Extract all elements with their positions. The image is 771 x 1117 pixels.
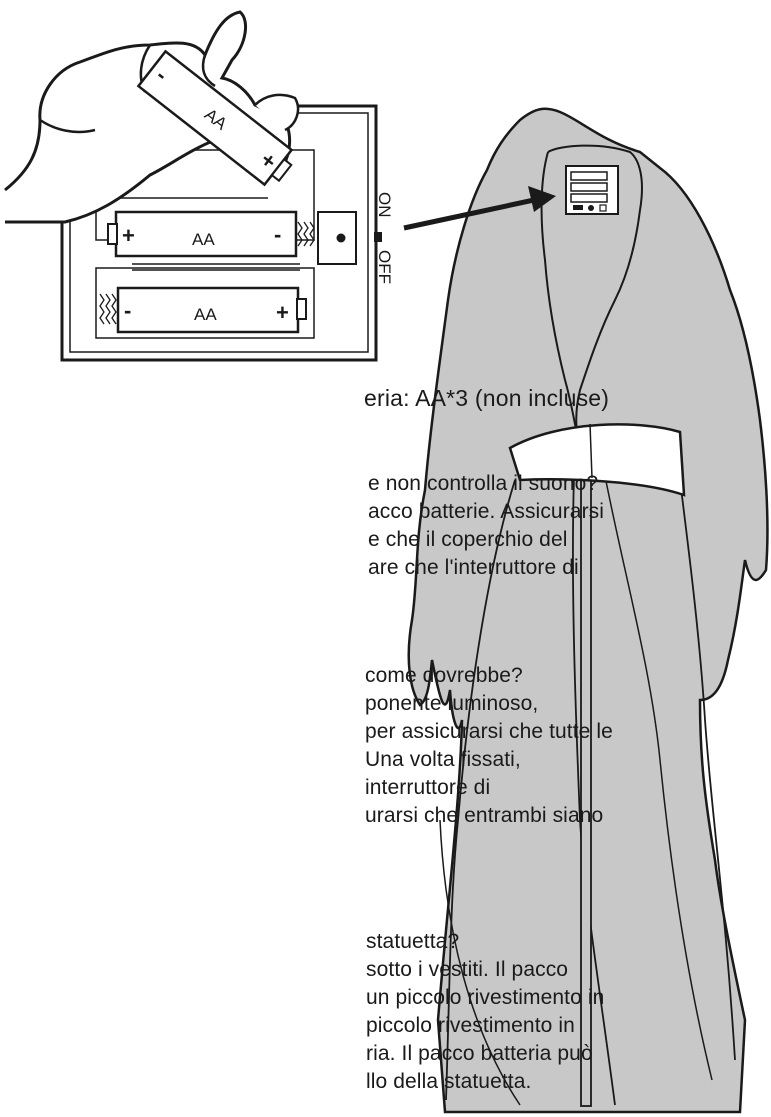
- switch-on-label: ON: [375, 192, 394, 218]
- faq-line: acco batterie. Assicurarsi: [368, 500, 605, 523]
- belt: [508, 423, 686, 497]
- faq-answer-sound: e non controlla il suono? acco batterie.…: [368, 470, 604, 582]
- cell-1-minus: -: [274, 222, 281, 247]
- switch-dot: [336, 233, 346, 243]
- faq-answer-light: come dovrebbe? ponente luminoso, per ass…: [365, 662, 613, 830]
- faq-line: urarsi che entrambi siano: [365, 804, 604, 827]
- cell-1-plus: +: [122, 223, 135, 248]
- faq-line: un piccolo rivestimento in: [366, 986, 605, 1009]
- faq-line: statuetta?: [366, 930, 460, 953]
- faq-line: sotto i vestiti. Il pacco: [366, 958, 569, 981]
- arrow-head-icon: [528, 186, 556, 212]
- faq-line: e che il coperchio del: [368, 528, 568, 551]
- faq-line: ria. Il pacco batteria può: [366, 1042, 593, 1065]
- faq-line: llo della statuetta.: [366, 1070, 532, 1093]
- faq-line: piccolo rivestimento in: [366, 1014, 575, 1037]
- cell-2-label: AA: [194, 305, 217, 324]
- switch-knob: [374, 232, 382, 242]
- faq-line: e non controlla il suono?: [368, 472, 599, 495]
- faq-answer-statue: statuetta? sotto i vestiti. Il pacco un …: [366, 928, 604, 1096]
- faq-line: interruttore di: [365, 776, 491, 799]
- battery-cell-2: [116, 286, 300, 334]
- faq-line: are che l'interruttore di: [368, 556, 579, 579]
- faq-line: per assicurarsi che tutte le: [365, 720, 613, 743]
- cell-slot-2: [95, 267, 315, 339]
- switch-off-label: OFF: [375, 250, 394, 284]
- cell-2-minus: -: [124, 298, 131, 323]
- faq-line: ponente luminoso,: [365, 692, 539, 715]
- hand-outline: [4, 10, 292, 224]
- battery-spec-text: eria: AA*3 (non incluse): [364, 385, 610, 411]
- battery-cell-1: [114, 210, 298, 258]
- faq-line: Una volta fissati,: [365, 748, 521, 771]
- cell-1-label: AA: [192, 230, 215, 249]
- faq-line: come dovrebbe?: [365, 664, 523, 687]
- cell-2-plus: +: [276, 300, 289, 325]
- pointer-arrow: [403, 197, 535, 231]
